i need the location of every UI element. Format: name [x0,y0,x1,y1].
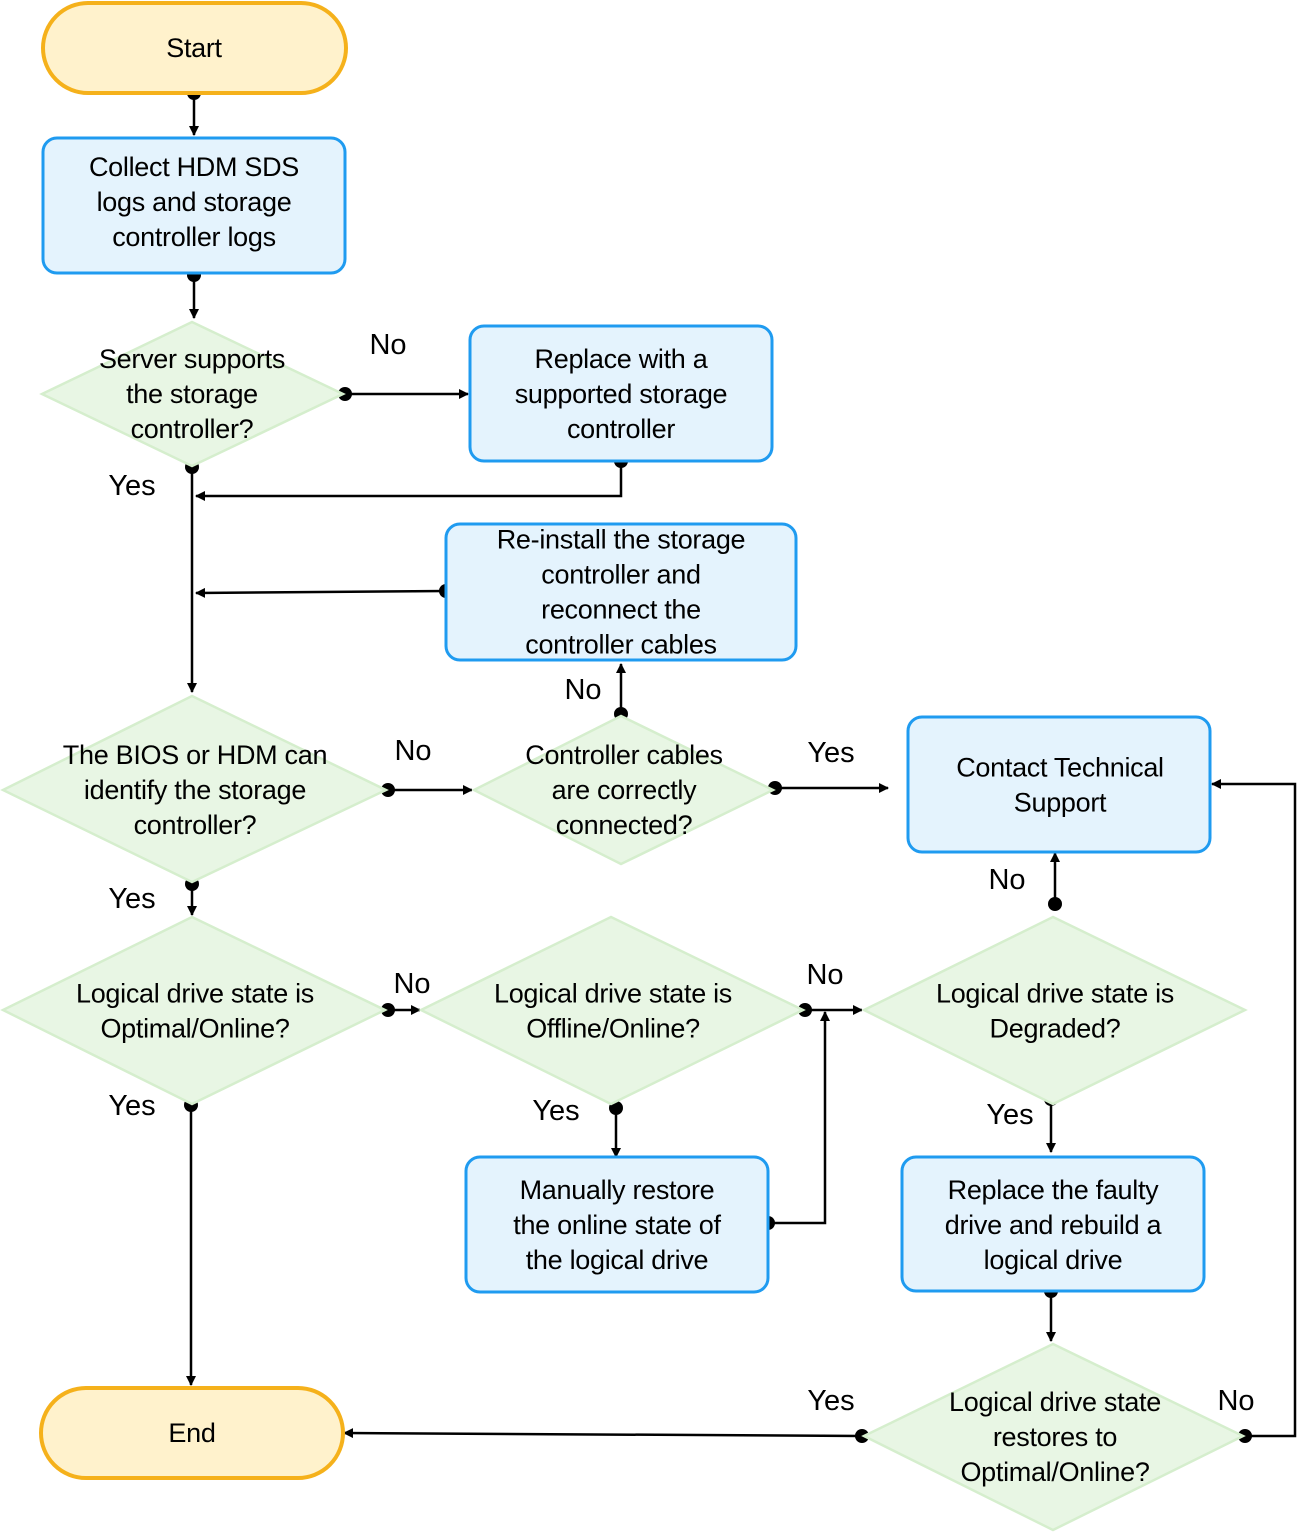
replace-supported-box: Replace with a supported storage controlle… [468,324,774,463]
node-text-line: Logical drive state is [76,979,314,1009]
end-text: End [168,1418,215,1448]
node-text-line: Contact Technical [956,753,1164,783]
edge-label-cables-no: No [564,674,601,706]
edge-label-optimal-yes: Yes [108,1090,155,1122]
node-text-line: Manually restore [520,1175,715,1205]
reinstall-box: Re-install the storage controller and reco… [444,522,798,662]
edge-label-bios-yes: Yes [108,883,155,915]
edge-reinstall-return [195,587,447,598]
node-text-line: controller and [541,560,700,590]
edge-label-cables-yes: Yes [807,737,854,769]
node-text-line: Logical drive state is [936,979,1174,1009]
node-text-line: controller logs [112,222,276,252]
node-text-line: Logical drive state is [494,979,732,1009]
manual-restore-box: Manually restore the online state of the l… [464,1155,770,1294]
node-text-line: controller cables [525,630,717,660]
node-text-line: Start [166,33,222,63]
connector-dot [1048,897,1062,911]
node-text-line: Support [1014,788,1107,818]
node-text-line: controller [567,414,675,444]
node-text-line: controller? [134,810,257,840]
node-text-line: logs and storage [97,187,292,217]
edge-label-offline-yes: Yes [532,1095,579,1127]
state-degraded-text: Logical drive state is Degraded? [936,979,1174,1044]
node-text-line: Offline/Online? [526,1014,700,1044]
node-text-line: the logical drive [526,1245,709,1275]
edge-label-optimal-no: No [393,968,430,1000]
edge-label-degraded-no: No [988,864,1025,896]
node-text-line: drive and rebuild a [945,1210,1163,1240]
replace-faulty-text: Replace the faulty drive and rebuild a log… [945,1175,1163,1275]
end-node: End [39,1386,345,1480]
node-text-line: The BIOS or HDM can [63,740,327,770]
node-text-line: Replace with a [535,344,709,374]
replace-faulty-box: Replace the faulty drive and rebuild a log… [900,1155,1206,1293]
node-text-line: identify the storage [84,775,306,805]
node-text-line: Collect HDM SDS [89,152,299,182]
collect-logs-text: Collect HDM SDS logs and storage controlle… [89,152,299,252]
start-node: Start [41,1,348,95]
cables-connected-decision: Controller cables are correctly connected? [471,714,776,866]
state-degraded-decision: Logical drive state is Degraded? [861,915,1248,1106]
collect-logs-box: Collect HDM SDS logs and storage controlle… [41,136,347,275]
node-text-line: Re-install the storage [497,525,746,555]
node-text-line: the online state of [513,1210,721,1240]
edge-label-bios-no: No [394,735,431,767]
node-text-line: Degraded? [990,1014,1121,1044]
start-text: Start [166,33,222,63]
edge-restores-no-to-contact [1211,779,1297,1438]
connectors [186,93,1297,1439]
edge-restores-yes-to-end [343,1428,863,1439]
server-supports-text: Server supports the storage controller? [99,344,285,444]
node-text-line: Optimal/Online? [100,1014,289,1044]
node-text-line: Controller cables [525,740,723,770]
state-offline-decision: Logical drive state is Offline/Online? [418,915,806,1106]
edge-label-degraded-yes: Yes [986,1099,1033,1131]
node-text-line: Replace the faulty [948,1175,1160,1205]
connector-dot [381,1003,395,1017]
node-text-line: Logical drive state [949,1387,1161,1417]
state-offline-text: Logical drive state is Offline/Online? [494,979,732,1044]
edge-label-restores-yes: Yes [807,1385,854,1417]
server-supports-decision: Server supports the storage controller? [39,320,346,468]
restores-optimal-decision: Logical drive state restores to Optimal/On… [861,1342,1246,1532]
manual-restore-text: Manually restore the online state of the l… [513,1175,721,1275]
node-text-line: are correctly [552,775,697,805]
node-text-line: End [168,1418,215,1448]
node-text-line: logical drive [984,1245,1123,1275]
cables-connected-text: Controller cables are correctly connected? [525,740,723,840]
edge-replace-return [195,461,623,501]
edge-label-server-yes: Yes [108,470,155,502]
node-text-line: restores to [993,1422,1117,1452]
node-text-line: the storage [126,379,258,409]
replace-supported-text: Replace with a supported storage controlle… [515,344,728,444]
bios-identify-text: The BIOS or HDM can identify the storage c… [63,740,327,840]
edge-label-server-no: No [369,329,406,361]
node-text-line: connected? [556,810,693,840]
bios-identify-decision: The BIOS or HDM can identify the storage c… [0,694,389,884]
node-text-line: reconnect the [541,595,701,625]
reinstall-text: Re-install the storage controller and reco… [497,525,746,660]
edge-label-restores-no: No [1217,1385,1254,1417]
node-text-line: Optimal/Online? [960,1457,1149,1487]
node-text-line: supported storage [515,379,728,409]
node-text-line: Server supports [99,344,285,374]
state-optimal-text: Logical drive state is Optimal/Online? [76,979,314,1044]
edge-labels: No Yes No No Yes Yes No No No Yes Yes Ye… [108,329,1254,1417]
node-text-line: controller? [131,414,254,444]
state-optimal-decision: Logical drive state is Optimal/Online? [0,915,388,1106]
edge-manual-restore-return [768,1011,830,1225]
edge-label-offline-no: No [806,959,843,991]
restores-optimal-text: Logical drive state restores to Optimal/On… [949,1387,1161,1487]
